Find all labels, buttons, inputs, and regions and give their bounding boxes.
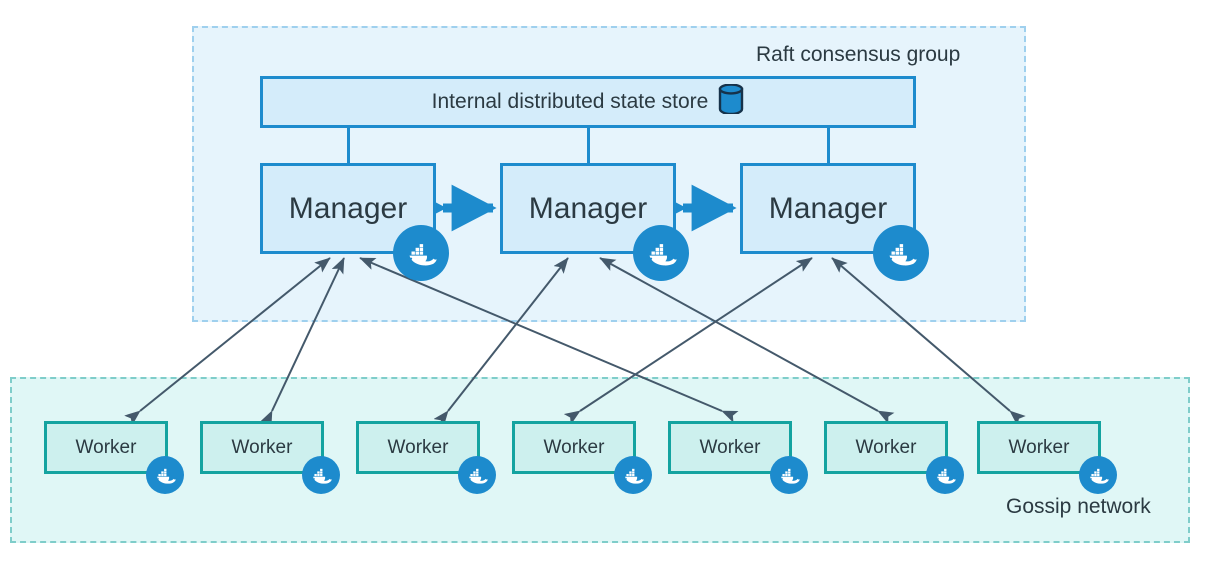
docker-whale-icon xyxy=(614,456,652,494)
state-store-label: Internal distributed state store xyxy=(431,90,709,113)
worker-node-0-label: Worker xyxy=(75,436,137,458)
worker-node-1-label: Worker xyxy=(231,436,293,458)
docker-whale-icon xyxy=(873,225,929,281)
worker-node-3-label: Worker xyxy=(543,436,605,458)
connector-state-store-to-manager-0 xyxy=(347,126,350,165)
docker-whale-icon xyxy=(926,456,964,494)
docker-whale-icon xyxy=(633,225,689,281)
database-cylinder-icon xyxy=(718,83,744,120)
raft-consensus-group-label: Raft consensus group xyxy=(756,43,961,66)
docker-whale-icon xyxy=(458,456,496,494)
worker-node-5-label: Worker xyxy=(855,436,917,458)
docker-whale-icon xyxy=(302,456,340,494)
gossip-network-group-label: Gossip network xyxy=(1006,495,1151,518)
worker-node-2-label: Worker xyxy=(387,436,449,458)
internal-distributed-state-store-box[interactable]: Internal distributed state store xyxy=(260,76,916,128)
manager-node-0-label: Manager xyxy=(288,191,408,225)
manager-node-1-label: Manager xyxy=(528,191,648,225)
worker-node-6-label: Worker xyxy=(1008,436,1070,458)
docker-whale-icon xyxy=(770,456,808,494)
docker-whale-icon xyxy=(393,225,449,281)
worker-node-0[interactable]: Worker xyxy=(44,421,168,474)
state-store-label-wrap: Internal distributed state store xyxy=(431,83,745,120)
manager-node-1[interactable]: Manager xyxy=(500,163,676,254)
docker-whale-icon xyxy=(146,456,184,494)
worker-node-1[interactable]: Worker xyxy=(200,421,324,474)
connector-state-store-to-manager-2 xyxy=(827,126,830,165)
manager-node-2-label: Manager xyxy=(768,191,888,225)
manager-node-2[interactable]: Manager xyxy=(740,163,916,254)
connector-state-store-to-manager-1 xyxy=(587,126,590,165)
docker-whale-icon xyxy=(1079,456,1117,494)
worker-node-4-label: Worker xyxy=(699,436,761,458)
